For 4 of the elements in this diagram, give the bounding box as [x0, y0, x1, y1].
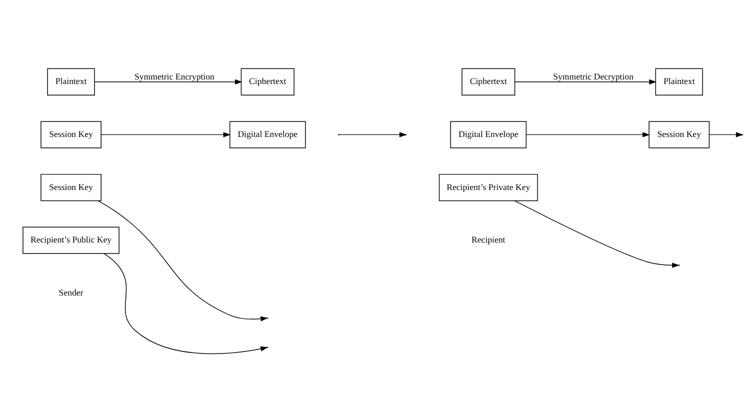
label: Recipient [472, 234, 506, 245]
edge-label: Symmetric Encryption [134, 71, 214, 82]
edge-label: Symmetric Decryption [553, 71, 634, 82]
label: Sender [58, 287, 84, 298]
